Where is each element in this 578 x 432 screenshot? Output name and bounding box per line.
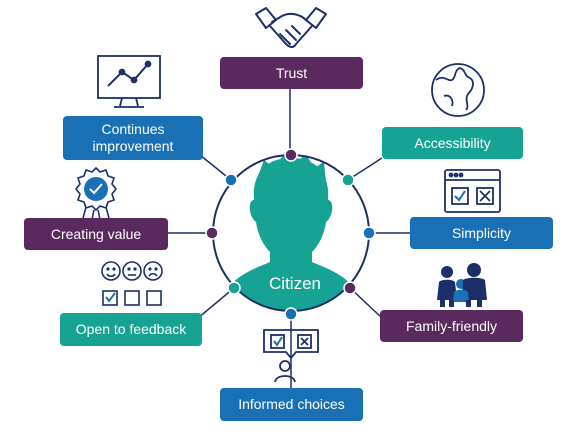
choice-person-icon xyxy=(263,329,319,383)
globe-icon xyxy=(431,63,485,117)
award-ribbon-icon xyxy=(74,166,118,227)
handshake-icon xyxy=(255,7,327,48)
monitor-chart-icon xyxy=(97,55,161,108)
node-creating-value: Creating value xyxy=(24,218,168,250)
node-accessibility: Accessibility xyxy=(382,127,523,159)
ring-dots xyxy=(205,148,376,321)
node-simplicity: Simplicity xyxy=(410,217,553,249)
family-icon xyxy=(437,263,487,307)
citizen-silhouette-icon xyxy=(220,155,362,311)
feedback-faces-icon xyxy=(101,261,163,306)
node-continues-improvement: Continues improvement xyxy=(63,116,203,160)
node-family-friendly: Family-friendly xyxy=(380,310,523,342)
node-informed-choices: Informed choices xyxy=(220,388,363,421)
connector-lines xyxy=(168,88,410,388)
node-open-to-feedback: Open to feedback xyxy=(60,313,202,346)
node-trust: Trust xyxy=(220,57,363,89)
citizen-label: Citizen xyxy=(269,274,321,293)
checkbox-window-icon xyxy=(444,169,501,213)
